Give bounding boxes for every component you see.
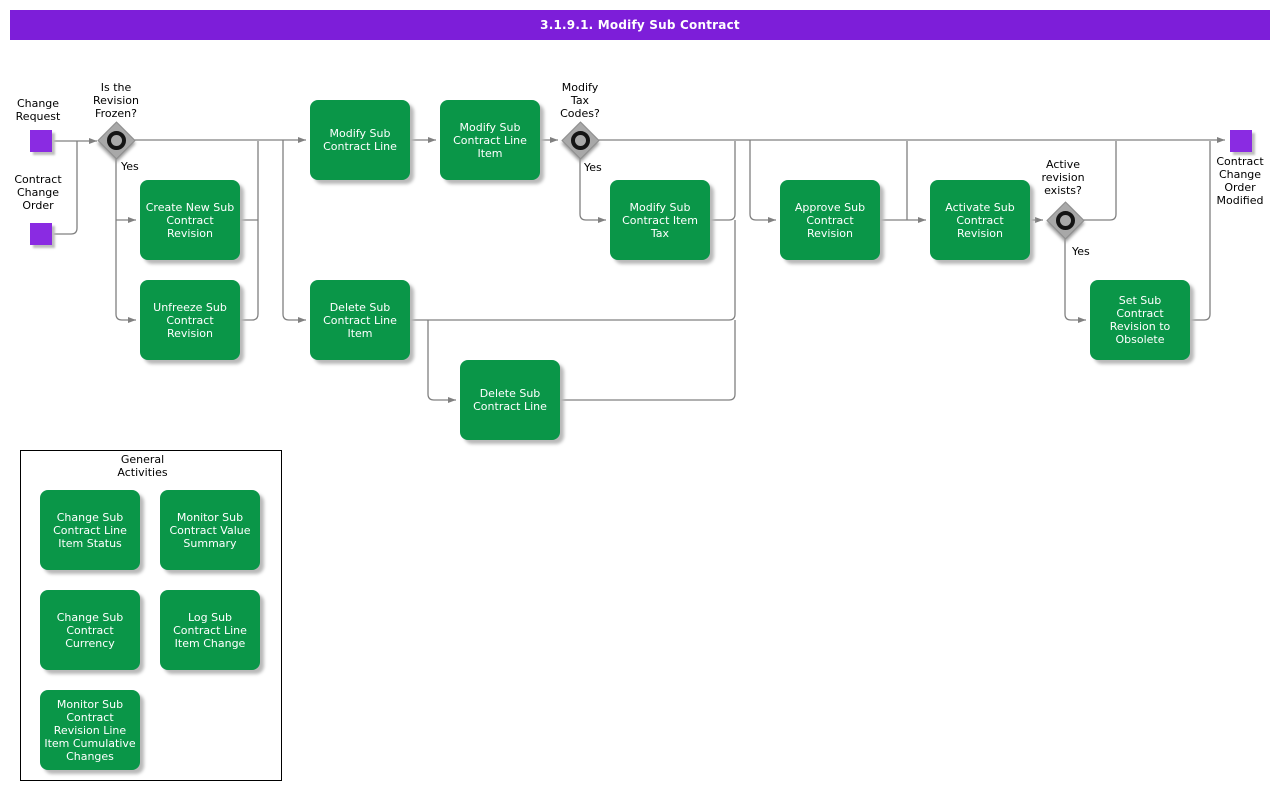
activity-monitor-sub-contract-value-summary[interactable]: Monitor Sub Contract Value Summary [160, 490, 260, 570]
gateway-active-revision-exists [1046, 201, 1085, 240]
end-event-contract-change-order-modified [1230, 130, 1252, 152]
label-is-revision-frozen: Is the Revision Frozen? [93, 81, 139, 120]
activity-modify-sub-contract-line[interactable]: Modify Sub Contract Line [310, 100, 410, 180]
start-event-change-request [30, 130, 52, 152]
activity-set-sub-contract-revision-to-obsolete[interactable]: Set Sub Contract Revision to Obsolete [1090, 280, 1190, 360]
label-contract-change-order-modified: Contract Change Order Modified [1216, 155, 1264, 207]
activity-unfreeze-sub-contract-revision[interactable]: Unfreeze Sub Contract Revision [140, 280, 240, 360]
activity-create-new-sub-contract-revision[interactable]: Create New Sub Contract Revision [140, 180, 240, 260]
activity-delete-sub-contract-line-item[interactable]: Delete Sub Contract Line Item [310, 280, 410, 360]
label-active-revision-exists: Active revision exists? [1041, 158, 1085, 197]
label-modify-tax-codes: Modify Tax Codes? [560, 81, 600, 120]
activity-delete-sub-contract-line[interactable]: Delete Sub Contract Line [460, 360, 560, 440]
activity-modify-sub-contract-item-tax[interactable]: Modify Sub Contract Item Tax [610, 180, 710, 260]
page-title: 3.1.9.1. Modify Sub Contract [540, 18, 740, 32]
start-event-contract-change-order [30, 223, 52, 245]
activity-log-sub-contract-line-item-change[interactable]: Log Sub Contract Line Item Change [160, 590, 260, 670]
gateway-is-revision-frozen [97, 121, 136, 160]
label-contract-change-order: Contract Change Order [14, 173, 62, 212]
gateway-modify-tax-codes [561, 121, 600, 160]
label-yes-revision-frozen: Yes [121, 160, 139, 173]
label-yes-active-revision-exists: Yes [1072, 245, 1090, 258]
activity-approve-sub-contract-revision[interactable]: Approve Sub Contract Revision [780, 180, 880, 260]
activity-monitor-sub-contract-revision-line-item-cumulative-changes[interactable]: Monitor Sub Contract Revision Line Item … [40, 690, 140, 770]
activity-change-sub-contract-line-item-status[interactable]: Change Sub Contract Line Item Status [40, 490, 140, 570]
general-activities-title: General Activities [117, 453, 168, 479]
gateway-circle-icon [570, 130, 590, 150]
gateway-circle-icon [1055, 210, 1075, 230]
title-bar: 3.1.9.1. Modify Sub Contract [10, 10, 1270, 40]
activity-change-sub-contract-currency[interactable]: Change Sub Contract Currency [40, 590, 140, 670]
label-change-request: Change Request [15, 97, 61, 123]
flow-arrows [52, 137, 1225, 403]
activity-activate-sub-contract-revision[interactable]: Activate Sub Contract Revision [930, 180, 1030, 260]
label-yes-modify-tax-codes: Yes [584, 161, 602, 174]
gateway-circle-icon [106, 130, 126, 150]
activity-modify-sub-contract-line-item[interactable]: Modify Sub Contract Line Item [440, 100, 540, 180]
